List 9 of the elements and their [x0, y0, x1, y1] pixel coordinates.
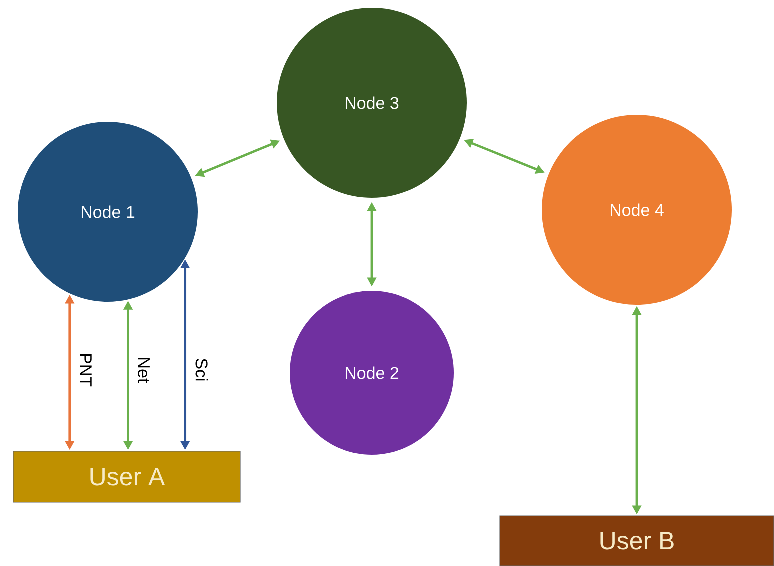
- circle-node: Node 3: [277, 8, 467, 198]
- circle-node: Node 2: [290, 291, 454, 455]
- user-box: User A: [13, 451, 241, 503]
- edge-label: PNT: [79, 352, 93, 388]
- edge-label: Sci: [194, 357, 210, 383]
- circle-node: Node 4: [542, 115, 732, 305]
- user-box: User B: [500, 516, 774, 566]
- edge-label: Net: [137, 356, 151, 384]
- circle-node: Node 1: [18, 122, 198, 302]
